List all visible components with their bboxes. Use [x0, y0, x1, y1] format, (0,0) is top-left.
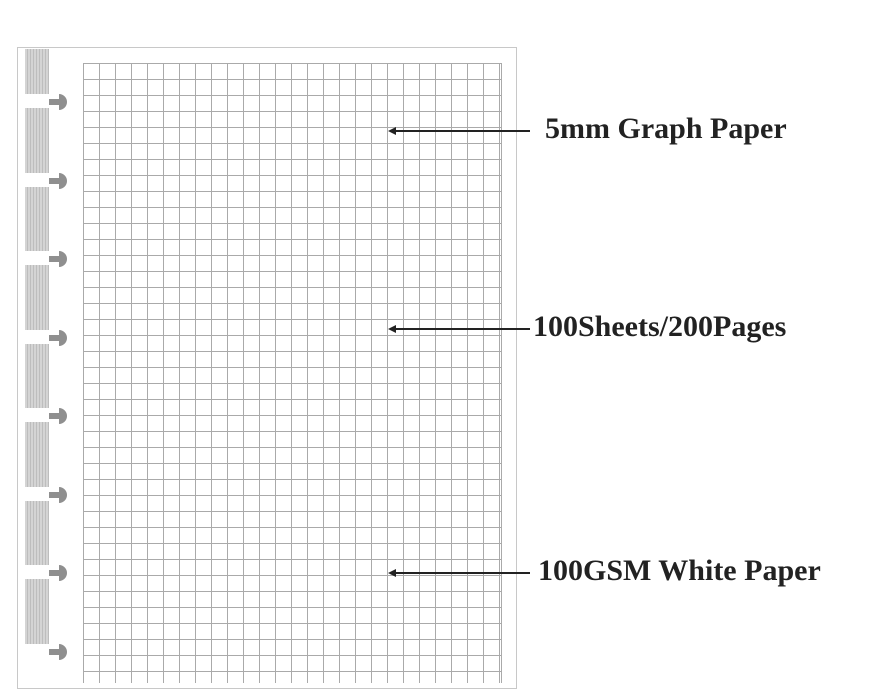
label-gsm: 100GSM White Paper: [538, 554, 821, 587]
spine-segment: [25, 579, 49, 644]
spine-segment: [25, 343, 49, 408]
arrow-line: [388, 127, 530, 135]
spine-segment: [25, 265, 49, 330]
spine-segment: [25, 108, 49, 173]
binding-disc-icon: [49, 642, 73, 662]
binding-disc-icon: [49, 249, 73, 269]
binding-disc-icon: [49, 171, 73, 191]
spine-segment: [25, 49, 49, 94]
arrow-line: [388, 325, 530, 333]
binding-disc-icon: [49, 485, 73, 505]
spine-segment: [25, 500, 49, 565]
binding-disc-icon: [49, 92, 73, 112]
label-sheets: 100Sheets/200Pages: [533, 310, 787, 343]
label-graph-paper: 5mm Graph Paper: [545, 112, 787, 145]
binding-disc-icon: [49, 406, 73, 426]
binding-disc-icon: [49, 563, 73, 583]
binding-disc-icon: [49, 328, 73, 348]
spine-segment: [25, 186, 49, 251]
spine-segment: [25, 422, 49, 487]
arrow-line: [388, 569, 530, 577]
graph-grid: [83, 63, 502, 683]
